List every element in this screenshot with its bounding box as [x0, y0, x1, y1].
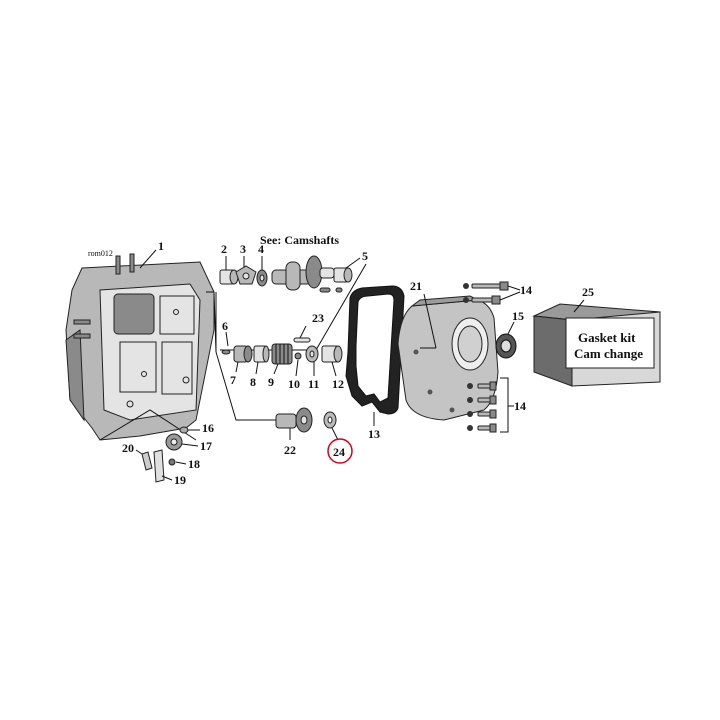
part-camshaft-pin[interactable] [319, 287, 343, 293]
gasket-kit-box[interactable] [532, 303, 661, 387]
label-25: 25 [582, 285, 594, 299]
part-8[interactable] [253, 345, 270, 363]
label-1: 1 [158, 239, 164, 253]
label-18: 18 [188, 457, 200, 471]
label-21: 21 [410, 279, 422, 293]
part-19-shaft[interactable] [153, 449, 165, 483]
gasket-kit-line1: Gasket kit [578, 330, 636, 345]
part-22-gear[interactable] [275, 407, 313, 433]
label-15: 15 [512, 309, 524, 323]
part-17-gear[interactable] [165, 433, 183, 451]
part-20-pin[interactable] [141, 451, 153, 471]
label-23: 23 [312, 311, 324, 325]
part-12[interactable] [321, 345, 343, 363]
label-19: 19 [174, 473, 186, 487]
part-3[interactable] [235, 265, 257, 285]
label-4: 4 [258, 242, 264, 256]
camshaft-part[interactable] [271, 255, 335, 291]
label-2: 2 [221, 242, 227, 256]
label-20: 20 [122, 441, 134, 455]
part-14-screws-right[interactable] [467, 381, 497, 433]
label-9: 9 [268, 375, 274, 389]
part-16[interactable] [179, 426, 189, 434]
part-14-screws-top[interactable] [463, 281, 509, 305]
see-camshafts-note: See: Camshafts [260, 233, 339, 247]
label-22: 22 [284, 443, 296, 457]
label-16: 16 [202, 421, 214, 435]
part-11[interactable] [305, 345, 319, 363]
label-7: 7 [230, 373, 236, 387]
label-5: 5 [362, 249, 368, 263]
gasket-kit-line2: Cam change [574, 346, 643, 361]
part-24-washer[interactable] [323, 411, 337, 429]
part-23[interactable] [293, 337, 311, 343]
part-6[interactable] [221, 349, 231, 355]
label-17: 17 [200, 439, 212, 453]
label-24: 24 [333, 445, 345, 459]
part-5[interactable] [333, 267, 353, 283]
part-18[interactable] [168, 458, 176, 466]
part-2[interactable] [219, 269, 239, 285]
part-9[interactable] [271, 343, 293, 365]
part-7[interactable] [233, 345, 253, 363]
crankcase-part[interactable] [65, 253, 215, 441]
label-12: 12 [332, 377, 344, 391]
label-10: 10 [288, 377, 300, 391]
part-13-gasket[interactable] [345, 285, 405, 415]
part-10[interactable] [294, 352, 302, 360]
label-11: 11 [308, 377, 319, 391]
label-6: 6 [222, 319, 228, 333]
diagram-code: rom012 [88, 249, 113, 258]
label-14a: 14 [520, 283, 532, 297]
label-13: 13 [368, 427, 380, 441]
part-15-seal[interactable] [495, 333, 517, 359]
part-4[interactable] [256, 269, 268, 287]
label-8: 8 [250, 375, 256, 389]
label-14b: 14 [514, 399, 526, 413]
highlight-circle-24 [327, 438, 353, 464]
label-3: 3 [240, 242, 246, 256]
part-21-cam-cover[interactable] [397, 295, 499, 421]
